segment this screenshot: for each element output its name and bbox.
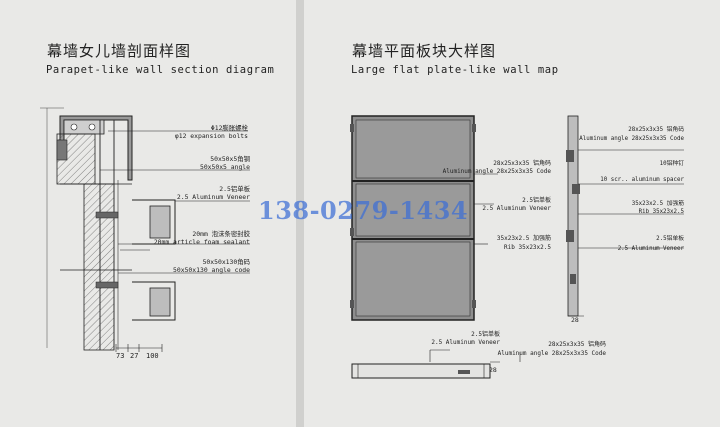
b-callout-1-en: 2.5 Aluminum Veneer — [431, 339, 500, 346]
left-panel — [0, 0, 296, 427]
parapet-section-drawing: 73 27 100 Φ12膨胀螺栓 φ12 expansion bolts 50… — [40, 107, 251, 360]
callout-1-cn: Φ12膨胀螺栓 — [211, 123, 249, 132]
s-callout-4-en: 2.5 Aluminum Veneer — [618, 246, 685, 252]
side-dim-label: 28 — [571, 316, 579, 324]
watermark: 138-0279-1434 — [258, 196, 469, 225]
b-callout-2-cn: 28x25x3x35 铝角码 — [548, 340, 606, 348]
side-profile — [567, 115, 579, 317]
panel-divider — [296, 0, 304, 427]
s-callout-2-en: 10 scr.. aluminum spacer — [600, 177, 684, 183]
callout-2-en: 50x50x5 angle — [200, 163, 250, 171]
r-callout-1-en: Aluminum angle 28x25x3x35 Code — [443, 168, 552, 175]
callout-3-en: 2.5 Aluminum Veneer — [177, 193, 250, 201]
callout-5-en: 50x50x130 angle code — [173, 266, 250, 274]
r-callout-2-en: 2.5 Aluminum Veneer — [482, 205, 551, 212]
callout-3-cn: 2.5铝单板 — [219, 184, 250, 193]
angle-steel-top — [56, 139, 68, 161]
callout-2-cn: 50x50x5角钢 — [210, 154, 250, 163]
callout-4-en: 20mm article foam sealant — [154, 238, 250, 246]
b-callout-2-en: Aluminum angle 28x25x3x35 Code — [498, 350, 607, 357]
s-callout-4-cn: 2.5铝单板 — [656, 234, 684, 242]
r-callout-3-en: Rib 35x23x2.5 — [504, 244, 551, 251]
side-fix-4 — [570, 274, 576, 284]
r-callout-2-cn: 2.5铝单板 — [522, 196, 551, 204]
left-title-en: Parapet-like wall section diagram — [46, 64, 275, 76]
callout-1-en: φ12 expansion bolts — [175, 132, 248, 140]
callout-4-cn: 20mm 泡沫条密封胶 — [192, 229, 250, 238]
plate-panel-1 — [355, 119, 471, 179]
bottom-dim-label: 28 — [489, 366, 497, 374]
side-fix-1 — [566, 150, 574, 162]
dim-label-73: 73 — [116, 352, 124, 360]
plate-map-drawing: 28x25x3x35 铝角码 Aluminum angle 28x25x3x35… — [350, 115, 685, 379]
side-fix-2 — [572, 184, 580, 194]
right-title-en: Large flat plate-like wall map — [351, 64, 559, 76]
main-wall — [83, 183, 115, 351]
veneer-block-1 — [149, 205, 171, 239]
bottom-clip — [458, 370, 470, 374]
dim-label-100: 100 — [146, 352, 159, 360]
dim-label-27: 27 — [130, 352, 138, 360]
fix-mark-l1 — [350, 124, 354, 132]
r-callout-3-cn: 35x23x2.5 加强筋 — [497, 234, 551, 242]
bracket-1 — [95, 211, 119, 219]
fix-mark-l2 — [350, 228, 354, 236]
r-callout-1-cn: 28x25x3x35 铝角码 — [493, 159, 551, 167]
s-callout-1-en: Aluminum angle 28x25x3x35 Code — [579, 136, 684, 142]
s-callout-3-en: Rib 35x23x2.5 — [639, 209, 685, 215]
fix-mark-r1 — [472, 124, 476, 132]
bolt-marker-1 — [70, 123, 78, 131]
coping-bracket — [63, 119, 105, 135]
fix-mark-r2 — [472, 300, 476, 308]
right-title-cn: 幕墙平面板块大样图 — [352, 42, 497, 60]
callout-5-cn: 50x50x130角码 — [203, 257, 250, 266]
bolt-marker-2 — [88, 123, 96, 131]
s-callout-1-cn: 28x25x3x35 铝角码 — [628, 125, 684, 133]
b-callout-1-cn: 2.5铝单板 — [471, 330, 500, 338]
s-callout-3-cn: 35x23x2.5 加强筋 — [632, 199, 684, 207]
left-title-cn: 幕墙女儿墙剖面样图 — [47, 42, 192, 60]
veneer-profile-2 — [132, 281, 176, 321]
plate-panel-3 — [355, 241, 471, 317]
fix-mark-l3 — [350, 300, 354, 308]
s-callout-2-cn: 10铝种钉 — [660, 159, 685, 167]
plate-panel-2 — [355, 183, 471, 237]
veneer-block-2 — [149, 287, 171, 317]
bottom-section — [351, 363, 491, 379]
bracket-2 — [95, 281, 119, 289]
side-fix-3 — [566, 230, 574, 242]
